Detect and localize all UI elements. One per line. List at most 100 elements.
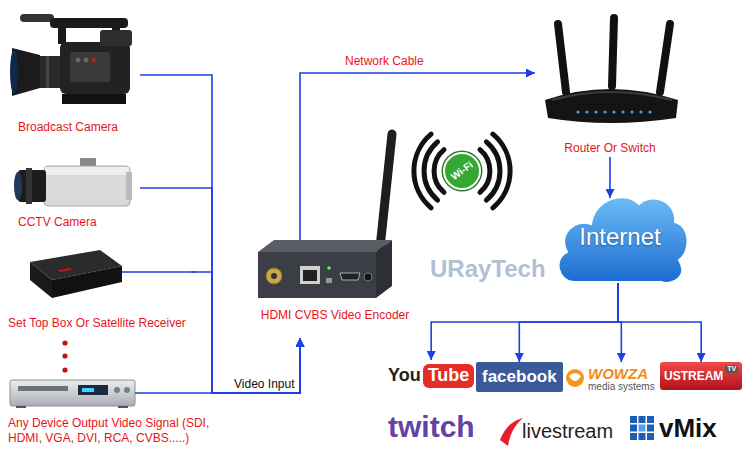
wifi-wave xyxy=(493,134,510,208)
cctv-camera-picture xyxy=(14,158,132,206)
router-box: Router Or Switch xyxy=(535,12,685,157)
camera-button xyxy=(76,58,81,63)
livestream-swoosh xyxy=(500,418,523,446)
node-label: Broadcast Camera xyxy=(18,120,118,134)
camera-side-panel xyxy=(70,52,110,82)
node-label: livestream xyxy=(522,419,613,443)
device-box: Any Device Output Video Signal (SDI, HDM… xyxy=(5,376,227,448)
platform-logo: facebook xyxy=(476,362,563,392)
ethernet-port-hole xyxy=(303,270,317,281)
camera-lens-glass xyxy=(10,50,18,94)
router-body xyxy=(545,89,678,123)
wowza-swoosh xyxy=(569,373,581,381)
node-label: You xyxy=(388,365,421,387)
device-box: Broadcast Camera xyxy=(5,5,140,135)
wifi-wave xyxy=(414,134,431,208)
player-body xyxy=(10,380,135,406)
box-front xyxy=(52,266,122,298)
router-led xyxy=(639,110,642,113)
vmix-square xyxy=(647,433,654,440)
vmix-square xyxy=(639,416,646,423)
router-antenna xyxy=(612,18,614,86)
cctv-highlight xyxy=(45,167,129,175)
encoder-box: HDMI CVBS Video Encoder xyxy=(250,240,420,338)
node-label: HDMI CVBS Video Encoder xyxy=(261,308,410,322)
node-label: CCTV Camera xyxy=(18,215,97,229)
platform-logo: twitch xyxy=(386,404,477,448)
platform-logo: YouTube xyxy=(386,360,476,392)
camera-lens-barrel xyxy=(40,56,62,88)
camera-microphone xyxy=(20,14,54,22)
platform-logo: vMix xyxy=(657,412,719,446)
platform-logo: livestream xyxy=(520,416,615,446)
vmix-square xyxy=(639,433,646,440)
router-led xyxy=(576,110,579,113)
player-foot xyxy=(118,406,128,408)
watermark: URayTech xyxy=(430,255,546,283)
camera-body xyxy=(60,42,130,94)
device-box: Set Top Box Or Satellite Receiver xyxy=(5,245,191,331)
router-led xyxy=(603,110,606,113)
player-button xyxy=(124,387,130,393)
ethernet-port xyxy=(300,266,320,284)
connector-line xyxy=(140,188,300,393)
connector-line xyxy=(227,338,300,393)
edge-label: Video Input xyxy=(232,377,297,391)
connector-line xyxy=(300,73,535,240)
camera-viewfinder xyxy=(100,30,132,46)
router-antenna xyxy=(660,24,670,92)
node-label: Router Or Switch xyxy=(564,141,655,155)
node-label: Internet xyxy=(579,223,660,252)
dot xyxy=(62,353,67,358)
node-label: Any Device Output Video Signal (SDI, HDM… xyxy=(8,416,225,445)
cctv-lens-glass xyxy=(14,172,22,200)
vmix-square xyxy=(647,416,654,423)
reset-button xyxy=(326,278,332,283)
cctv-body xyxy=(44,166,130,206)
camera-lens-ring xyxy=(46,56,49,88)
lead-line xyxy=(122,271,196,273)
node-label: facebook xyxy=(482,367,557,387)
connector-line xyxy=(519,282,618,362)
node-label: vMix xyxy=(659,413,717,444)
router-led xyxy=(585,110,588,113)
internet-cloud: Internet xyxy=(553,190,687,290)
more-devices-dots xyxy=(62,340,67,372)
wowza-icon xyxy=(566,369,584,387)
bnc-port xyxy=(266,268,282,284)
connector-line xyxy=(618,282,701,362)
router-led xyxy=(630,110,633,113)
node-sublabel: Tube xyxy=(423,364,475,388)
box-logo-mark xyxy=(58,268,72,272)
dvd-player-picture xyxy=(10,380,135,408)
status-led xyxy=(327,266,331,270)
connector-line xyxy=(431,282,618,360)
cctv-lens-ring xyxy=(26,168,32,204)
dot xyxy=(62,340,67,345)
node-sublabel: TV xyxy=(725,365,738,373)
device-lead-lines xyxy=(122,272,229,393)
router-led xyxy=(621,110,624,113)
cctv-back xyxy=(126,172,132,200)
platform-logo: USTREAMTV xyxy=(660,362,742,390)
node-label: WOWZA xyxy=(588,366,648,382)
set-top-box-picture xyxy=(30,250,122,298)
power-port xyxy=(364,273,372,281)
node-label: twitch xyxy=(388,410,475,443)
router-highlight xyxy=(552,92,672,100)
livestream-icon xyxy=(500,418,523,446)
router-led xyxy=(648,110,651,113)
encoder-antenna xyxy=(380,134,392,248)
dot xyxy=(62,367,67,372)
hdmi-port xyxy=(340,273,360,280)
broadcast-camera-picture xyxy=(10,14,132,104)
platform-logo: WOWZAmedia systems xyxy=(586,362,657,396)
node-label: Set Top Box Or Satellite Receiver xyxy=(8,316,186,330)
connector-line xyxy=(191,272,300,393)
player-display-glow xyxy=(82,388,94,392)
player-display xyxy=(78,385,108,395)
player-tray xyxy=(18,386,68,391)
encoder-side xyxy=(376,240,392,298)
camera-handle-post xyxy=(58,26,66,44)
connector-line xyxy=(140,75,300,393)
